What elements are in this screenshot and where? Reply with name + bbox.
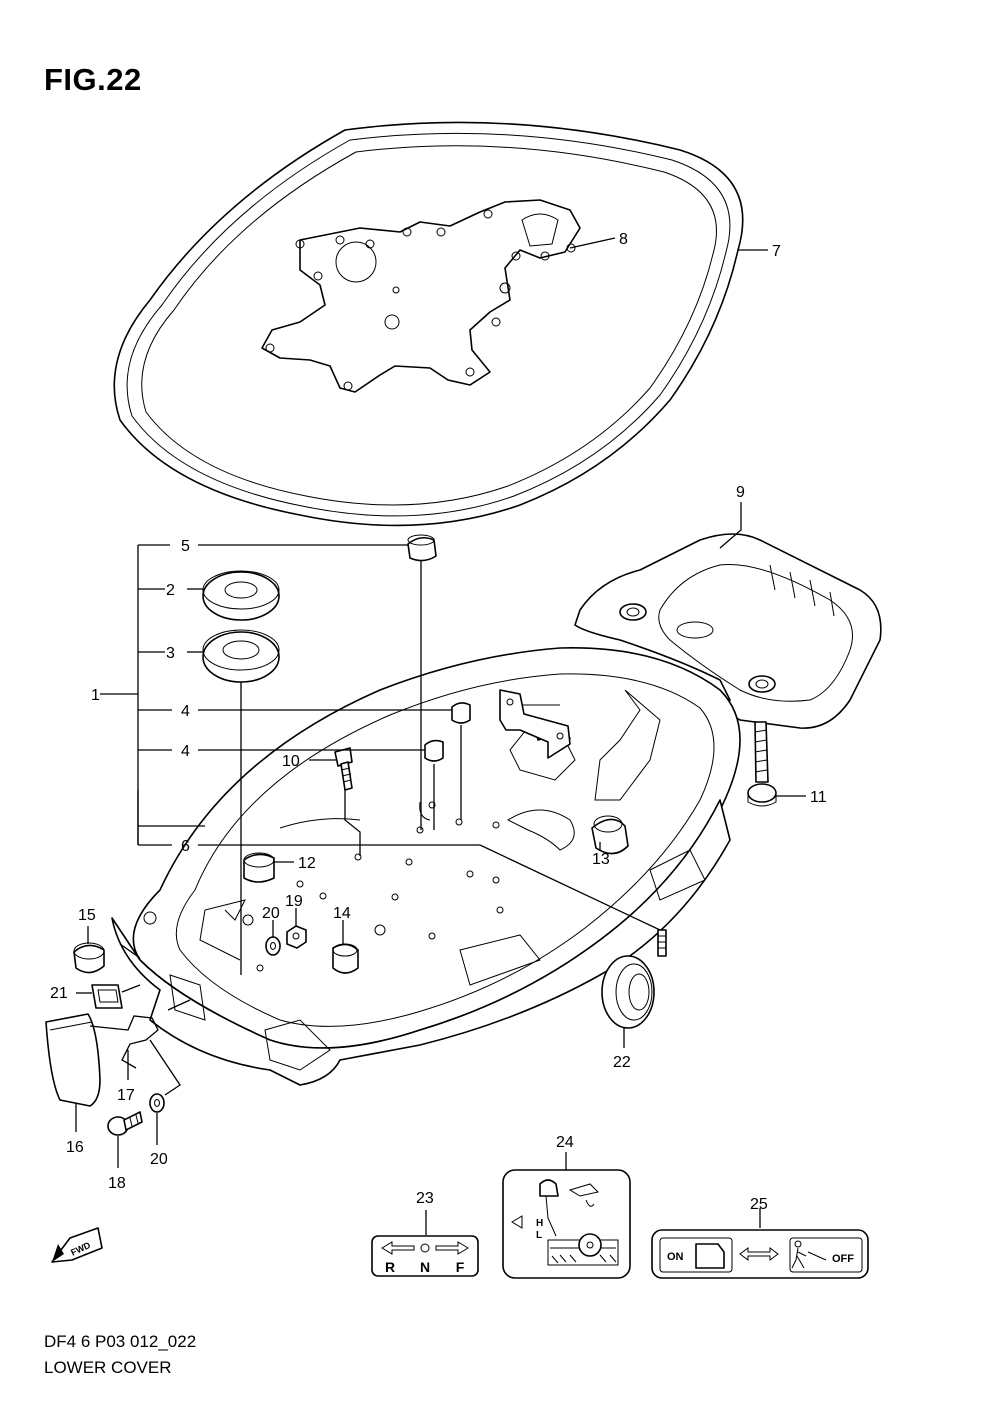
callout-8: 8	[619, 231, 628, 248]
bolt-part-11	[747, 721, 777, 807]
damper-part-13	[591, 815, 629, 855]
oil-level-high: H	[536, 1218, 543, 1229]
switch-off-label: OFF	[832, 1253, 854, 1265]
plug-part-4-upper	[451, 702, 471, 724]
callout-5: 5	[181, 538, 190, 555]
bolt-part-10	[334, 747, 353, 791]
callout-10: 10	[282, 753, 300, 770]
figure-code: DF4 6 P03 012_022	[44, 1332, 197, 1351]
callout-14: 14	[333, 905, 351, 922]
figure-title: FIG.22	[44, 62, 142, 97]
carry-handle-part-9	[574, 533, 882, 729]
callout-1: 1	[91, 687, 100, 704]
bracket	[499, 689, 571, 759]
callout-18: 18	[108, 1175, 126, 1192]
link-rod-part-17	[89, 1015, 159, 1069]
callout-15: 15	[78, 907, 96, 924]
callout-20-upper: 20	[262, 905, 280, 922]
assembly-bracket-lines	[100, 544, 205, 846]
callout-3: 3	[166, 645, 175, 662]
callout-20-lower: 20	[150, 1151, 168, 1168]
grommet-part-3	[202, 629, 280, 683]
callout-23: 23	[416, 1190, 434, 1207]
shift-letter-r: R	[385, 1259, 395, 1275]
leader-lines	[75, 237, 806, 1235]
callout-7: 7	[772, 243, 781, 260]
shift-decal-part-23: R N F	[371, 1235, 479, 1277]
grommet-part-2	[202, 570, 280, 621]
washer-part-20-lower	[149, 1093, 165, 1113]
shift-letter-n: N	[420, 1259, 430, 1275]
callout-17: 17	[117, 1087, 135, 1104]
callout-6: 6	[181, 838, 190, 855]
callout-19: 19	[285, 893, 303, 910]
damper-part-14	[332, 943, 359, 974]
plug-part-4-lower	[424, 739, 444, 762]
callout-9: 9	[736, 484, 745, 501]
plug-part-5	[407, 534, 437, 562]
lever-part-16	[45, 1013, 101, 1107]
nut-part-19	[286, 925, 307, 949]
callout-numbers: 1 2 3 4 4 5 6 7 8 9 10 11 12 13 14 15 16…	[50, 231, 827, 1213]
grommet-part-22	[601, 955, 655, 1029]
cap-part-15	[73, 942, 105, 974]
oil-decal-part-24: H L	[502, 1169, 631, 1279]
callout-11: 11	[810, 789, 827, 806]
oil-level-low: L	[536, 1230, 542, 1241]
callout-21: 21	[50, 985, 68, 1002]
callout-24: 24	[556, 1134, 574, 1151]
callout-12: 12	[298, 855, 316, 872]
figure-name: LOWER COVER	[44, 1358, 172, 1377]
switch-decal-part-25: ON OFF	[651, 1229, 869, 1279]
callout-4-lower: 4	[181, 743, 190, 760]
callout-13: 13	[592, 851, 610, 868]
callout-25: 25	[750, 1196, 768, 1213]
gasket-plate-part-8	[261, 199, 581, 393]
switch-on-label: ON	[667, 1251, 684, 1263]
screw-part-18	[107, 1111, 143, 1136]
clip-part-21	[91, 984, 123, 1009]
stud-part-6	[657, 929, 667, 957]
washer-part-20-upper	[265, 936, 281, 956]
callout-16: 16	[66, 1139, 84, 1156]
callout-22: 22	[613, 1054, 631, 1071]
shift-letter-f: F	[456, 1259, 465, 1275]
grommet-part-12	[243, 852, 275, 883]
callout-4-upper: 4	[181, 703, 190, 720]
forward-direction-icon: FWD	[51, 1227, 103, 1263]
lower-cover-body	[111, 647, 741, 1086]
callout-2: 2	[166, 582, 175, 599]
